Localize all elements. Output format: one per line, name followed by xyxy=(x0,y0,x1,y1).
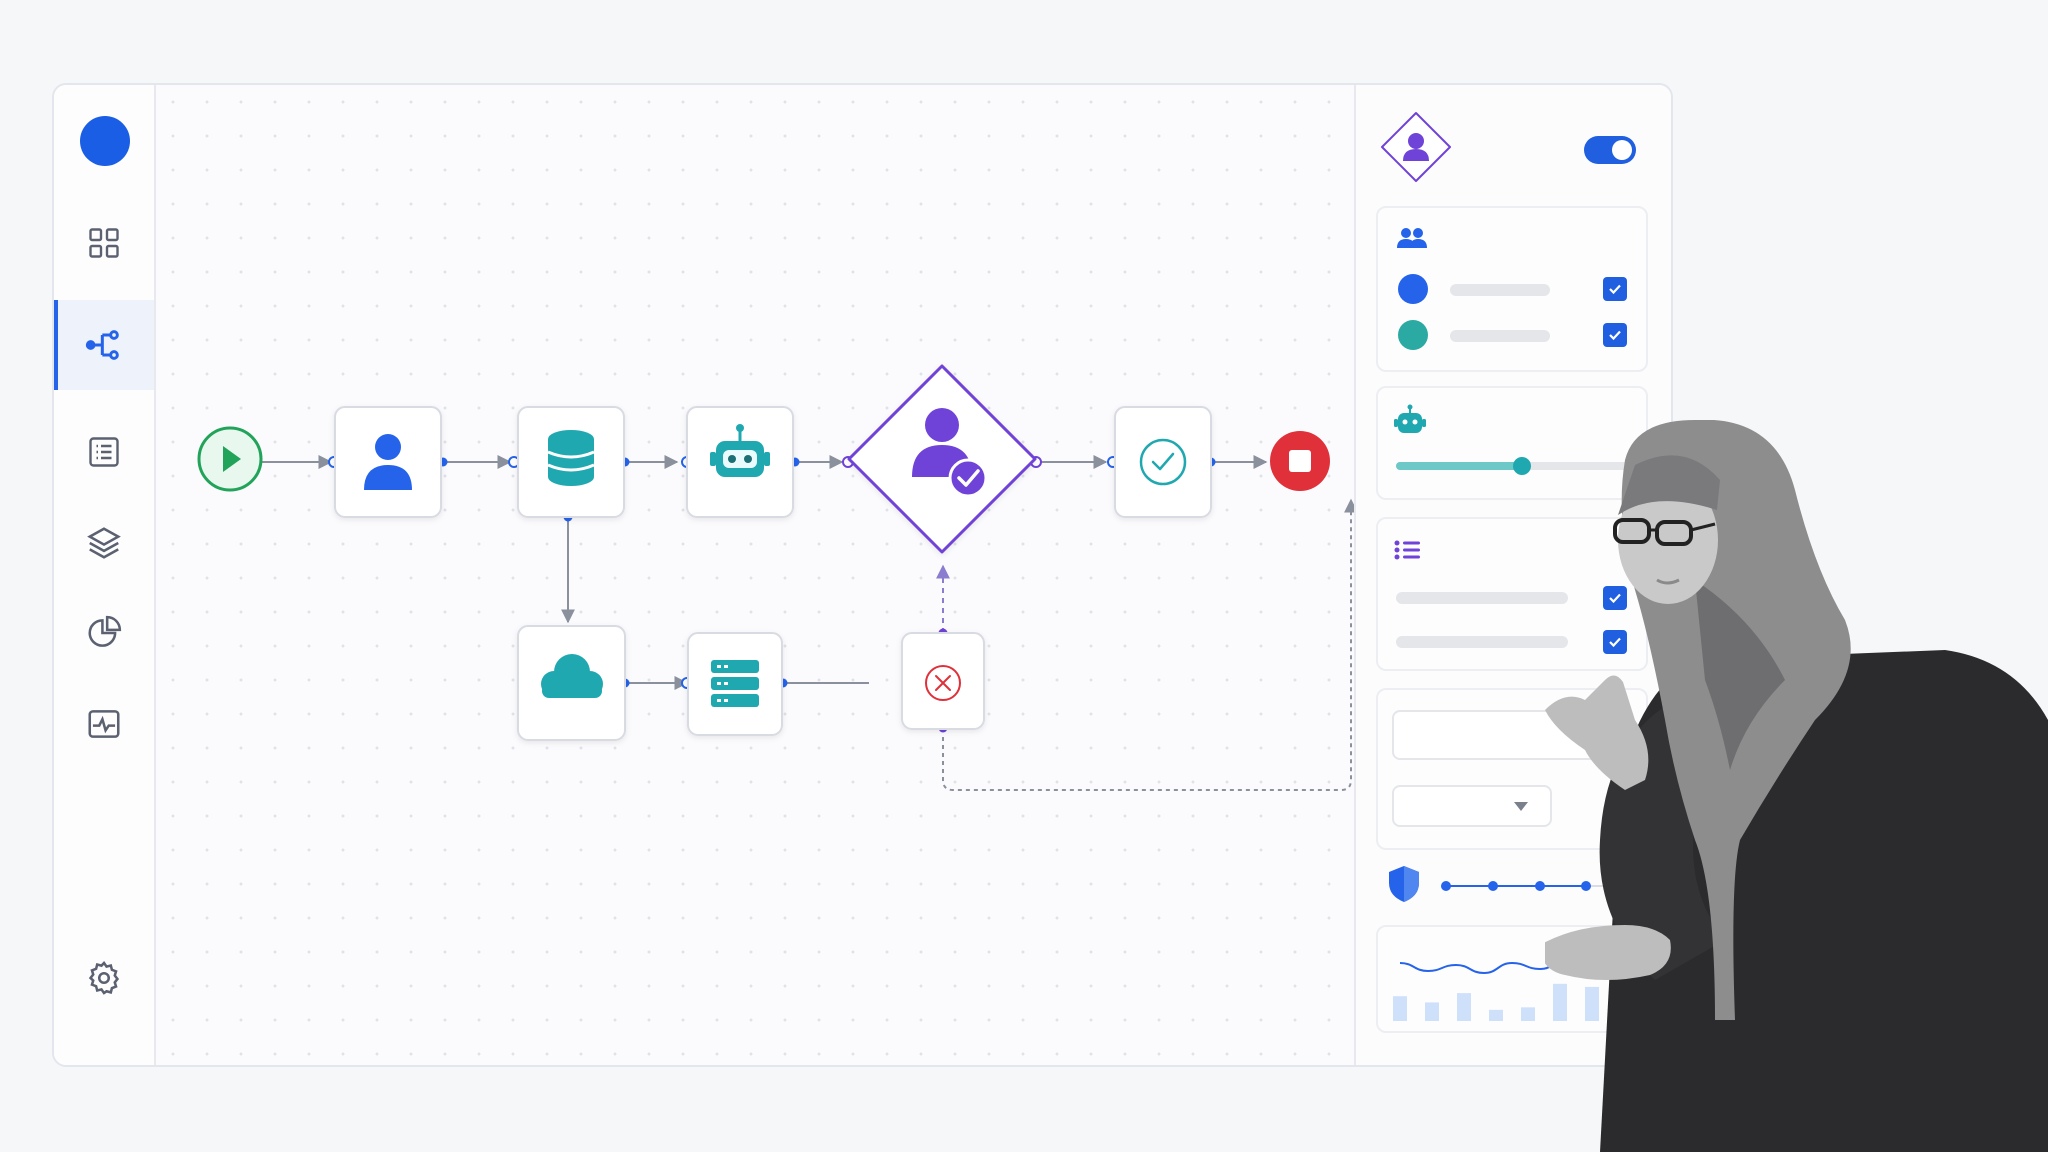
error-icon xyxy=(925,665,961,701)
user-diamond-icon xyxy=(1381,112,1451,182)
check-circle-icon xyxy=(1139,438,1187,486)
mini-chart-bar xyxy=(1393,996,1407,1021)
start-node[interactable] xyxy=(197,426,263,492)
connectors xyxy=(262,455,1358,791)
pie-chart-icon xyxy=(88,615,122,647)
mini-chart-bar xyxy=(1425,1002,1439,1021)
user-node[interactable] xyxy=(334,406,442,518)
list-item-placeholder xyxy=(1396,592,1568,604)
nav-workflow[interactable] xyxy=(54,300,154,390)
checklist-card xyxy=(1376,517,1648,671)
nav-dashboard[interactable] xyxy=(54,198,154,288)
list-item-placeholder xyxy=(1396,636,1568,648)
workflow-icon xyxy=(85,330,119,360)
user-checkbox[interactable] xyxy=(1603,277,1627,301)
success-node[interactable] xyxy=(1114,406,1212,518)
nav-settings[interactable] xyxy=(54,933,154,1023)
activity-monitor-icon xyxy=(88,710,120,738)
sidebar xyxy=(54,85,156,1065)
enable-toggle[interactable] xyxy=(1584,136,1636,164)
layers-icon xyxy=(87,527,121,559)
list-icon xyxy=(89,437,119,467)
user-check-icon xyxy=(912,408,988,498)
check-icon xyxy=(1609,593,1621,604)
check-icon xyxy=(1609,637,1621,648)
step-dot[interactable] xyxy=(1581,881,1591,891)
nav-layers[interactable] xyxy=(54,498,154,588)
user-avatar xyxy=(1398,274,1428,304)
mini-chart-bar xyxy=(1489,1009,1503,1021)
error-node[interactable] xyxy=(901,632,985,730)
server-icon xyxy=(711,660,759,707)
grid-icon xyxy=(89,228,119,258)
play-icon xyxy=(223,446,241,472)
bot-slider[interactable] xyxy=(1396,457,1630,475)
list-checkbox[interactable] xyxy=(1603,630,1627,654)
gear-icon xyxy=(88,960,120,995)
mini-chart-bar xyxy=(1521,1007,1535,1021)
user-checkbox[interactable] xyxy=(1603,323,1627,347)
user-name-placeholder xyxy=(1450,330,1550,342)
nav-list[interactable] xyxy=(54,407,154,497)
robot-icon xyxy=(710,424,770,477)
workflow-canvas[interactable] xyxy=(156,85,1403,1065)
step-dot[interactable] xyxy=(1488,881,1498,891)
shield-icon xyxy=(1389,866,1419,902)
mini-chart-bar xyxy=(1457,993,1471,1021)
mini-chart-bar xyxy=(1585,986,1599,1021)
users-card xyxy=(1376,206,1648,372)
nav-reports[interactable] xyxy=(54,588,154,678)
chevron-down-icon xyxy=(1514,802,1528,811)
stop-node[interactable] xyxy=(1270,431,1330,491)
user-icon xyxy=(364,434,412,490)
mini-chart-bar xyxy=(1553,983,1567,1021)
list-checkbox[interactable] xyxy=(1603,586,1627,610)
toggle-knob xyxy=(1612,140,1632,160)
step-dot[interactable] xyxy=(1441,881,1451,891)
cloud-icon xyxy=(541,654,603,698)
user-avatar xyxy=(1398,320,1428,350)
presenter-photo xyxy=(1545,420,2048,1152)
bot-settings-card xyxy=(1376,386,1648,500)
slider-handle[interactable] xyxy=(1513,457,1532,475)
nav-monitor[interactable] xyxy=(54,679,154,769)
step-dot[interactable] xyxy=(1535,881,1545,891)
list-icon xyxy=(1394,540,1420,560)
users-icon xyxy=(1397,228,1427,248)
database-icon xyxy=(547,430,595,486)
slider-fill xyxy=(1396,462,1523,470)
app-window xyxy=(52,83,1673,1067)
check-icon xyxy=(1609,330,1621,341)
robot-icon xyxy=(1394,404,1426,433)
stop-icon xyxy=(1289,450,1311,472)
app-logo[interactable] xyxy=(80,116,130,166)
select-dropdown[interactable] xyxy=(1392,785,1552,827)
user-name-placeholder xyxy=(1450,284,1550,296)
check-icon xyxy=(1609,284,1621,295)
